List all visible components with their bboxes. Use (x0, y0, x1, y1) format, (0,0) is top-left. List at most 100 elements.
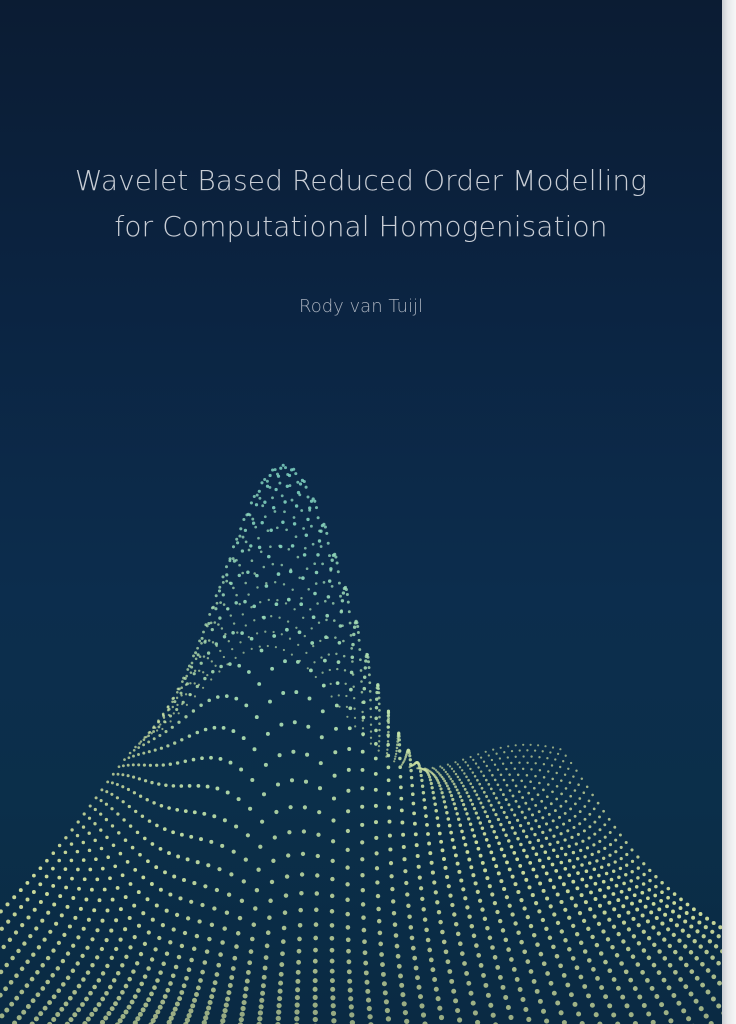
surface-dot (453, 921, 459, 927)
surface-dot (276, 474, 281, 478)
surface-dot (551, 746, 555, 749)
surface-dot (157, 720, 160, 724)
surface-dot (313, 661, 316, 664)
surface-dot (239, 1011, 245, 1017)
surface-dot (648, 868, 652, 873)
surface-dot (321, 683, 326, 688)
surface-dot (477, 898, 483, 903)
surface-dot (361, 727, 365, 730)
surface-dot (716, 1003, 722, 1009)
surface-dot (279, 466, 283, 470)
surface-dot (616, 931, 621, 937)
surface-dot (530, 755, 533, 758)
surface-dot (298, 482, 303, 486)
surface-dot (283, 659, 287, 664)
surface-dot (105, 963, 110, 969)
surface-dot (470, 1000, 476, 1006)
surface-dot (315, 873, 320, 878)
surface-dot (135, 830, 140, 835)
surface-dot (518, 823, 523, 828)
surface-dot (406, 903, 411, 908)
surface-dot (199, 703, 203, 708)
surface-dot (412, 811, 416, 816)
surface-dot (504, 833, 508, 838)
surface-dot (660, 890, 664, 895)
surface-dot (327, 579, 332, 583)
surface-dot (123, 927, 128, 932)
surface-dot (163, 720, 167, 724)
surface-dot (394, 755, 397, 758)
surface-dot (123, 758, 126, 761)
surface-dot (376, 918, 382, 924)
surface-dot (330, 695, 333, 698)
surface-dot (134, 809, 138, 814)
surface-dot (637, 994, 643, 1000)
surface-dot (1, 944, 6, 950)
surface-dot (99, 828, 103, 832)
surface-dot (535, 942, 540, 947)
surface-dot (636, 855, 640, 859)
surface-dot (356, 631, 360, 634)
surface-dot (641, 948, 647, 953)
surface-dot (630, 901, 634, 906)
surface-dot (184, 715, 188, 719)
surface-dot (492, 955, 498, 960)
surface-dot (136, 890, 141, 895)
surface-dot (225, 565, 228, 569)
surface-dot (214, 642, 218, 646)
surface-dot (593, 1012, 599, 1018)
surface-dot (423, 805, 427, 810)
surface-dot (446, 772, 449, 776)
surface-dot (359, 669, 363, 672)
surface-dot (684, 911, 689, 915)
surface-dot (278, 971, 284, 977)
surface-dot (607, 863, 611, 867)
surface-dot (654, 875, 658, 879)
surface-dot (668, 1018, 674, 1024)
surface-dot (598, 951, 604, 956)
surface-dot (115, 782, 119, 787)
surface-dot (200, 902, 205, 908)
surface-dot (401, 1001, 407, 1007)
surface-dot (473, 775, 477, 778)
surface-dot (419, 769, 423, 774)
surface-dot (500, 928, 506, 933)
surface-dot (77, 886, 81, 891)
surface-dot (345, 925, 351, 930)
surface-dot (598, 839, 602, 843)
surface-dot (506, 947, 511, 952)
surface-dot (495, 965, 501, 970)
surface-dot (225, 996, 231, 1002)
surface-dot (463, 772, 466, 775)
surface-dot (459, 878, 464, 883)
surface-dot (280, 563, 284, 567)
surface-dot (523, 785, 527, 789)
surface-dot (374, 716, 378, 721)
surface-dot (518, 863, 523, 868)
surface-dot (501, 828, 506, 832)
surface-dot (635, 962, 641, 967)
surface-dot (450, 767, 454, 770)
surface-dot (362, 939, 367, 945)
surface-dot (451, 797, 455, 802)
surface-dot (517, 987, 523, 992)
surface-dot (548, 878, 553, 883)
surface-dot (474, 840, 479, 845)
surface-dot (212, 725, 217, 730)
surface-dot (577, 783, 580, 786)
surface-dot (70, 876, 74, 881)
surface-dot (200, 636, 204, 640)
surface-dot (352, 696, 356, 700)
surface-dot (287, 830, 292, 835)
surface-dot (214, 607, 218, 611)
surface-dot (452, 845, 457, 850)
surface-dot (471, 785, 475, 789)
surface-dot (259, 997, 265, 1003)
surface-dot (136, 988, 141, 993)
surface-dot (618, 833, 622, 837)
surface-dot (283, 466, 288, 470)
surface-dot (276, 1009, 282, 1015)
surface-dot (45, 892, 49, 896)
surface-dot (152, 730, 156, 733)
surface-dot (50, 973, 55, 978)
